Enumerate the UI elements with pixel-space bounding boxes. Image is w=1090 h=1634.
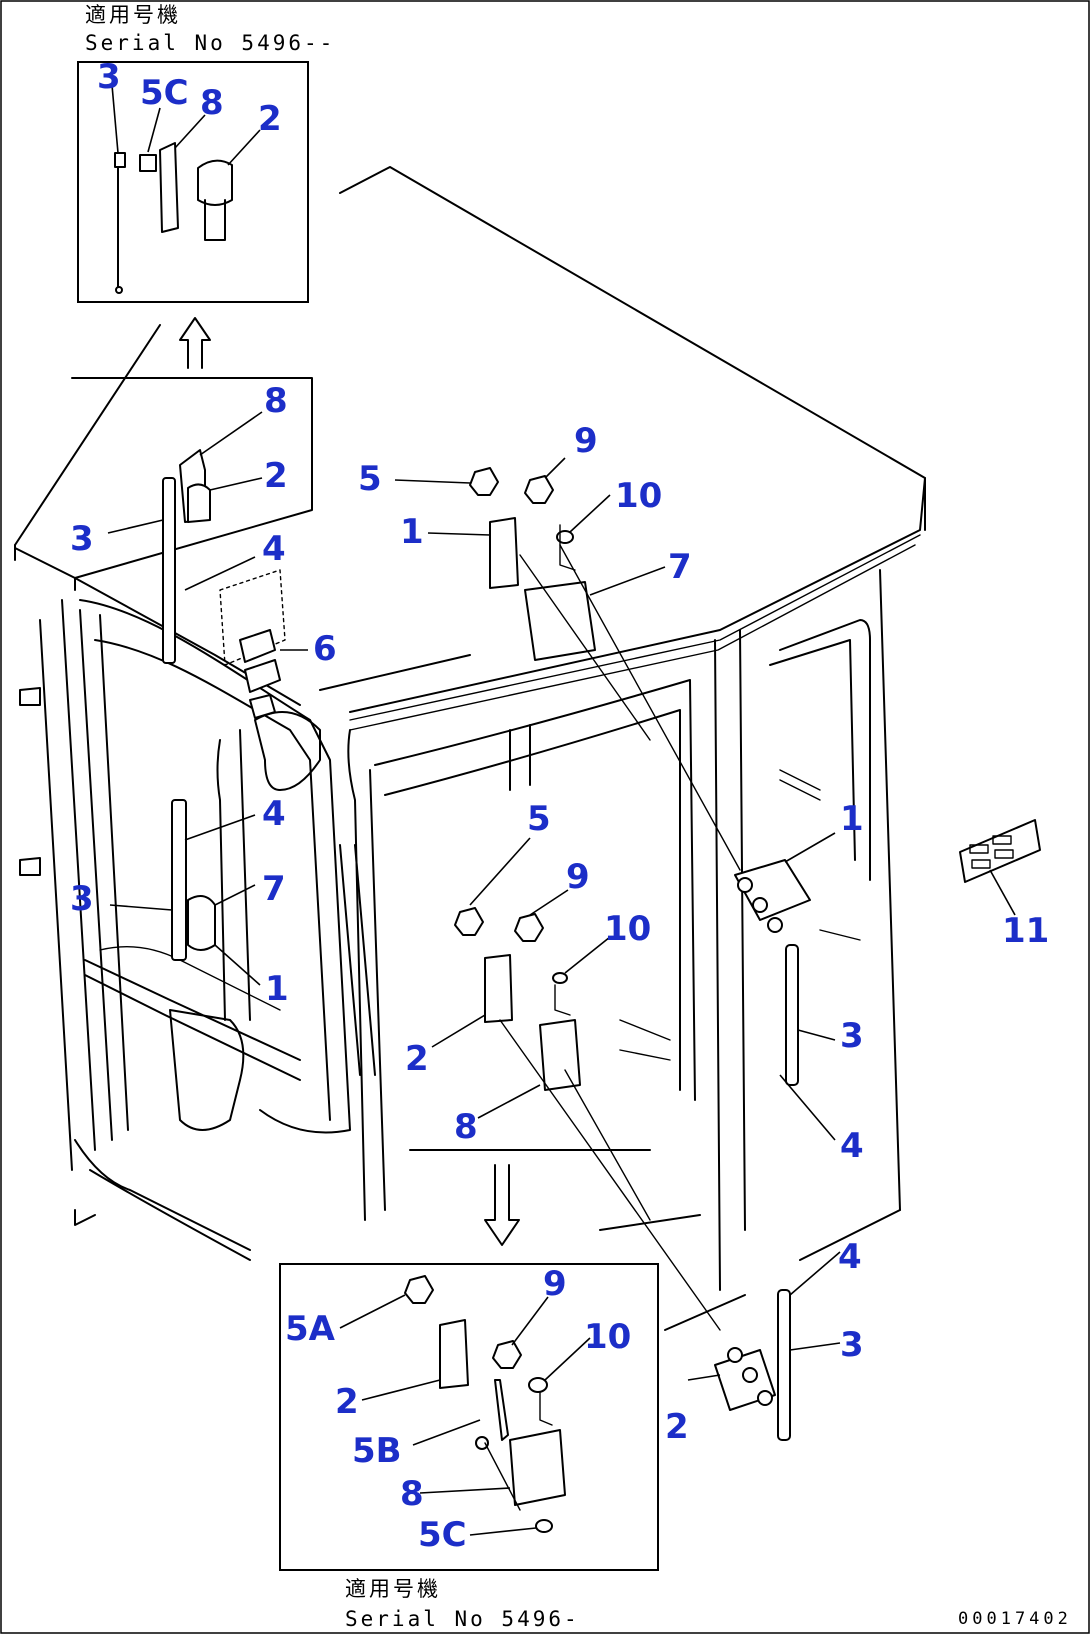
- callout-inset-bottom-5a: 5A: [285, 1309, 336, 1349]
- callout-inset-top-3: 3: [97, 57, 121, 97]
- callout-mid-5: 5: [527, 799, 551, 839]
- callout-right-3b: 3: [840, 1325, 864, 1365]
- inset-bottom-panel: [279, 1164, 659, 1571]
- callout-inset-bottom-5c: 5C: [418, 1515, 467, 1555]
- callout-left-8: 8: [264, 381, 288, 421]
- callout-top-1: 1: [400, 512, 424, 552]
- leader-lines: [107, 84, 1016, 1536]
- decal-11-shape: [959, 819, 1041, 883]
- callout-inset-bottom-8: 8: [400, 1474, 424, 1514]
- inset-bottom-serial-label: Serial No 5496-: [345, 1607, 580, 1631]
- callout-mid-9: 9: [566, 857, 590, 897]
- callout-inset-top-2: 2: [258, 99, 282, 139]
- upper-left-detail-frame: [71, 317, 313, 666]
- callout-left-4a: 4: [262, 529, 286, 569]
- callout-right-2: 2: [665, 1407, 689, 1447]
- callout-inset-bottom-10: 10: [584, 1317, 631, 1357]
- top-center-hinge-parts: [469, 467, 741, 871]
- callout-mid-2: 2: [405, 1039, 429, 1079]
- callout-mid-10: 10: [604, 909, 651, 949]
- mid-center-door-parts: [454, 907, 721, 1331]
- inset-top-jp-label: 適用号機: [85, 3, 181, 27]
- cab-body: [14, 166, 926, 1331]
- callout-left-3a: 3: [70, 519, 94, 559]
- callout-left-3b: 3: [70, 879, 94, 919]
- inset-top-serial-label: Serial No 5496--: [85, 31, 335, 55]
- inset-top-panel: [77, 61, 309, 303]
- callout-left-4b: 4: [262, 794, 286, 834]
- callout-left-7: 7: [262, 869, 286, 909]
- drawing-number: 00017402: [958, 1609, 1072, 1629]
- callout-right-4a: 4: [840, 1126, 864, 1166]
- callout-inset-bottom-9: 9: [543, 1264, 567, 1304]
- callout-left-1: 1: [265, 969, 289, 1009]
- callout-decal-11: 11: [1002, 911, 1049, 951]
- callout-top-9: 9: [574, 421, 598, 461]
- callout-top-10: 10: [615, 476, 662, 516]
- left-latch-assembly: [162, 449, 281, 961]
- callout-top-5: 5: [358, 459, 382, 499]
- callout-left-6: 6: [313, 629, 337, 669]
- callout-inset-top-8: 8: [200, 83, 224, 123]
- callout-inset-bottom-2: 2: [335, 1382, 359, 1422]
- callout-mid-8: 8: [454, 1107, 478, 1147]
- callout-right-4b: 4: [838, 1237, 862, 1277]
- callout-inset-bottom-5b: 5B: [352, 1431, 402, 1471]
- callout-inset-top-5c: 5C: [140, 73, 189, 113]
- right-side-parts: [714, 859, 811, 1441]
- callout-left-2: 2: [264, 456, 288, 496]
- callout-right-3a: 3: [840, 1016, 864, 1056]
- callout-top-7: 7: [668, 547, 692, 587]
- callout-right-1: 1: [840, 799, 864, 839]
- inset-bottom-jp-label: 適用号機: [345, 1577, 441, 1601]
